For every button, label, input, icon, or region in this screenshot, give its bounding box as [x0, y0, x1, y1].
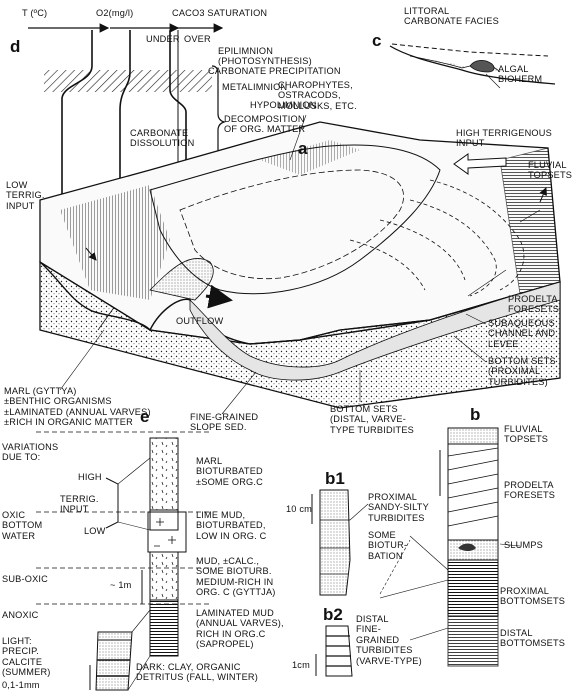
panel-label-b: b [470, 405, 481, 424]
anoxic-label: ANOXIC [2, 610, 39, 620]
outflow-label: OUTFLOW [176, 316, 224, 326]
panel-label-b2: b2 [323, 605, 343, 624]
light-calcite-label: LIGHT: PRECIP. CALCITE (SUMMER) [2, 636, 51, 678]
slumps-label: SLUMPS [504, 540, 543, 550]
algal-bioherm-label: ALGAL BIOHERM [498, 64, 543, 85]
low-label: LOW [84, 526, 106, 536]
prodelta-b-label: PRODELTA FORESETS [504, 480, 556, 501]
scale-1cm-label: 1cm [292, 660, 310, 670]
charophytes-label: CHAROPHYTES, OSTRACODS, MOLLUSKS, ETC. [278, 80, 357, 111]
lime-mud-label: LIME MUD, BIOTURBATED, LOW IN ORG. C [196, 510, 267, 541]
over-label: OVER [184, 34, 211, 44]
panel-label-e: e [140, 407, 150, 426]
caco3-axis-label: CaCO3 SATURATION [172, 8, 268, 18]
fine-grained-label: FINE-GRAINED SLOPE SED. [190, 412, 259, 433]
laminated-mud-label: LAMINATED MUD (ANNUAL VARVES), RICH IN O… [196, 608, 284, 650]
panel-label-b1: b1 [325, 469, 345, 488]
panel-label-c: c [372, 31, 382, 50]
variations-label: VARIATIONS DUE TO: [2, 442, 59, 463]
littoral-facies-label: LITTORAL CARBONATE FACIES [404, 6, 499, 27]
bottom-distal-label: BOTTOM SETS (DISTAL, VARVE- TYPE TURBIDI… [330, 404, 415, 435]
terrig-input-label: TERRIG. INPUT [60, 494, 99, 515]
distal-bottomsets-label: DISTAL BOTTOMSETS [500, 628, 566, 649]
thickness-label: 0,1-1mm [2, 680, 40, 690]
panel-b1-column [311, 489, 369, 596]
panel-c-littoral [389, 43, 556, 89]
decomposition-label: DECOMPOSITION OF ORG. MATTER [224, 114, 306, 135]
suboxic-label: SUB-OXIC [2, 574, 49, 584]
hypolimnion-label: HYPOLIMNION [250, 100, 317, 110]
panel-b-column [379, 427, 521, 667]
bioturbation-label: SOME BIOTUR- BATION [368, 530, 408, 561]
fluvial-topsets-b-label: FLUVIAL TOPSETS [504, 424, 549, 445]
metalimnion-label: METALIMNION [222, 82, 288, 92]
panel-label-a: a [298, 139, 308, 158]
marl-bioturbated-label: MARL BIOTURBATED ±SOME ORG.C [196, 456, 263, 487]
proximal-turbidites-label: PROXIMAL SANDY-SILTY TURBIDITES [368, 492, 429, 523]
carbonate-dissolution-label: CARBONATE DISSOLUTION [130, 128, 195, 149]
epilimnion-label: EPILIMNION (PHOTOSYNTHESIS) [218, 46, 312, 67]
high-terrigenous-label: HIGH TERRIGENOUS INPUT [456, 128, 552, 149]
panel-label-d: d [10, 37, 21, 56]
mud-gyttja-label: MUD, ±CALC., SOME BIOTURB. MEDIUM-RICH I… [196, 556, 276, 598]
subaqueous-label: SUBAQUEOUS CHANNEL AND LEVEE [488, 318, 556, 349]
distal-turbidites-label: DISTAL FINE- GRAINED TURBIDITES (VARVE-T… [356, 614, 422, 666]
o2-axis-label: O2(mg/l) [96, 8, 134, 18]
bottom-proximal-label: BOTTOM SETS (PROXIMAL TURBIDITES) [488, 356, 556, 387]
scale-1m-label: ~ 1m [110, 580, 132, 590]
low-terrig-label: LOW TERRIG. INPUT [6, 180, 45, 211]
scale-10cm-label: 10 cm [286, 504, 313, 514]
proximal-bottomsets-label: PROXIMAL BOTTOMSETS [500, 586, 566, 607]
panel-b2-column [315, 625, 353, 677]
panel-a-block [39, 114, 561, 415]
high-label: HIGH [78, 472, 102, 482]
dark-clay-label: DARK: CLAY, ORGANIC DETRITUS (FALL, WINT… [136, 662, 259, 683]
under-label: UNDER [146, 34, 180, 44]
marl-description: MARL (GYTTYA) ±BENTHIC ORGANISMS ±LAMINA… [4, 386, 151, 428]
carbonate-precipitation-label: CARBONATE PRECIPITATION [208, 66, 341, 76]
oxic-label: OXIC BOTTOM WATER [2, 510, 43, 541]
prodelta-a-label: PRODELTA FORESETS [508, 294, 560, 315]
fluvial-topsets-a-label: FLUVIAL TOPSETS [528, 160, 573, 181]
temp-axis-label: T (ºC) [22, 8, 48, 18]
panel-e-column [36, 431, 210, 691]
